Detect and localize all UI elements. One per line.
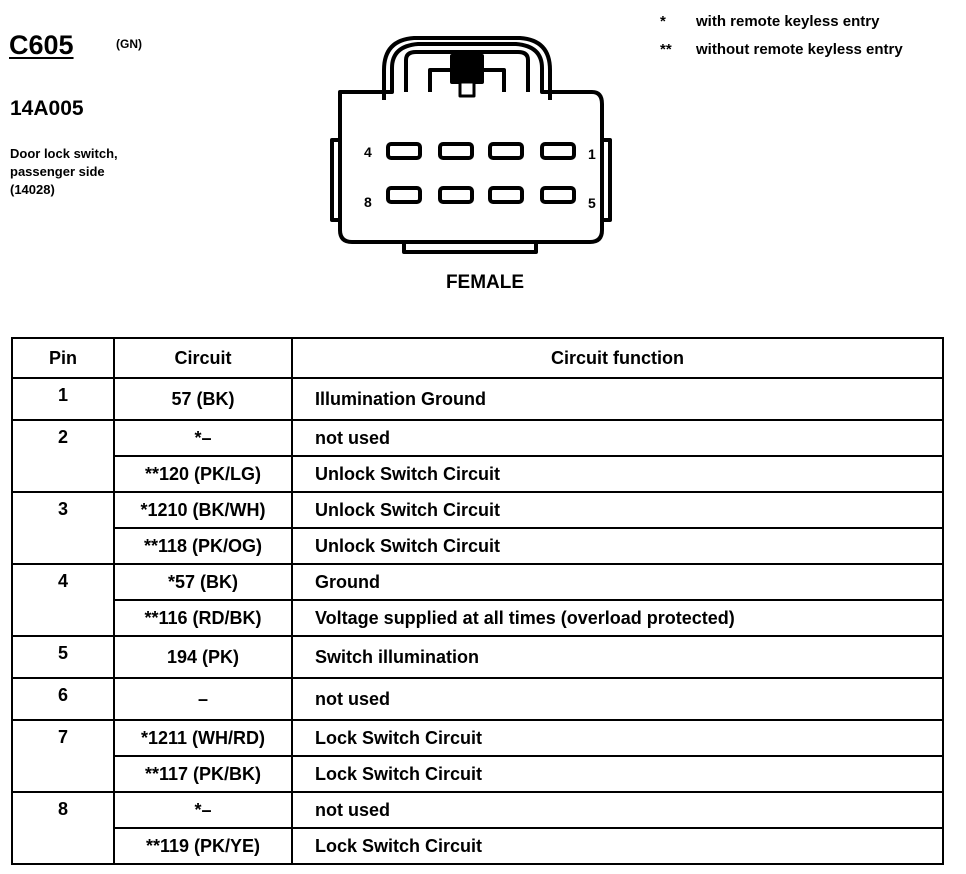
circuit-function-cell: Illumination Ground xyxy=(291,377,944,421)
legend-text: with remote keyless entry xyxy=(696,13,880,30)
pin-cavity-2 xyxy=(488,142,524,160)
part-number: 14A005 xyxy=(10,97,84,120)
circuit-function-cell: Unlock Switch Circuit xyxy=(291,455,944,493)
table-row: **119 (PK/YE)Lock Switch Circuit xyxy=(12,827,944,865)
pin-number-cell: 8 xyxy=(11,791,115,865)
pin-number-cell: 2 xyxy=(11,419,115,493)
circuit-function-cell: Switch illumination xyxy=(291,635,944,679)
legend: * with remote keyless entry ** without rem… xyxy=(660,8,903,64)
description-line: Door lock switch, xyxy=(10,146,118,161)
pin-label: 5 xyxy=(588,195,596,211)
circuit-cell: *1210 (BK/WH) xyxy=(113,491,293,529)
circuit-cell: **116 (RD/BK) xyxy=(113,599,293,637)
circuit-cell: *– xyxy=(113,419,293,457)
table-row: **116 (RD/BK)Voltage supplied at all tim… xyxy=(12,599,944,637)
connector-lock-tab xyxy=(450,54,484,84)
column-header-circuit: Circuit xyxy=(113,337,293,379)
pin-cavity-4 xyxy=(386,142,422,160)
description-line: (14028) xyxy=(10,182,55,197)
component-description: Door lock switch, passenger side (14028) xyxy=(10,145,118,199)
legend-item: ** without remote keyless entry xyxy=(660,36,903,64)
pin-cavity-8 xyxy=(386,186,422,204)
connector-inner-frame xyxy=(382,36,552,100)
circuit-function-cell: Unlock Switch Circuit xyxy=(291,491,944,529)
table-row: **120 (PK/LG)Unlock Switch Circuit xyxy=(12,455,944,493)
legend-symbol: ** xyxy=(660,41,672,58)
circuit-cell: **119 (PK/YE) xyxy=(113,827,293,865)
connector-latch xyxy=(404,50,530,92)
circuit-cell: **118 (PK/OG) xyxy=(113,527,293,565)
circuit-cell: **117 (PK/BK) xyxy=(113,755,293,793)
circuit-cell: *– xyxy=(113,791,293,829)
table-row: **117 (PK/BK)Lock Switch Circuit xyxy=(12,755,944,793)
pin-label: 8 xyxy=(364,194,372,210)
connector-body xyxy=(338,42,604,244)
table-header-row: Pin Circuit Circuit function xyxy=(11,337,944,379)
circuit-cell: *57 (BK) xyxy=(113,563,293,601)
circuit-function-cell: Voltage supplied at all times (overload … xyxy=(291,599,944,637)
pin-cavity-7 xyxy=(438,186,474,204)
table-row: 6–not used xyxy=(11,677,944,721)
circuit-function-cell: Ground xyxy=(291,563,944,601)
legend-text: without remote keyless entry xyxy=(696,41,903,58)
pin-cavity-5 xyxy=(540,186,576,204)
circuit-cell: – xyxy=(113,677,293,721)
description-line: passenger side xyxy=(10,164,105,179)
circuit-function-cell: Unlock Switch Circuit xyxy=(291,527,944,565)
table-row: 3*1210 (BK/WH)Unlock Switch Circuit xyxy=(11,491,944,565)
pin-number-cell: 1 xyxy=(11,377,115,421)
legend-symbol: * xyxy=(660,13,666,30)
pin-number-cell: 4 xyxy=(11,563,115,637)
pin-number-cell: 3 xyxy=(11,491,115,565)
pin-label: 1 xyxy=(588,146,596,162)
pin-cavity-6 xyxy=(488,186,524,204)
pin-number-cell: 7 xyxy=(11,719,115,793)
circuit-cell: 57 (BK) xyxy=(113,377,293,421)
pin-cavity-3 xyxy=(438,142,474,160)
legend-item: * with remote keyless entry xyxy=(660,8,903,36)
circuit-cell: 194 (PK) xyxy=(113,635,293,679)
connector-color-code: (GN) xyxy=(116,37,142,51)
table-row: 7*1211 (WH/RD)Lock Switch Circuit xyxy=(11,719,944,793)
connector-face-diagram: 4 1 8 5 xyxy=(330,36,612,254)
pin-number-cell: 5 xyxy=(11,635,115,679)
table-row: **118 (PK/OG)Unlock Switch Circuit xyxy=(12,527,944,565)
connector-id: C605 xyxy=(9,30,74,60)
column-header-pin: Pin xyxy=(11,337,115,379)
table-row: 8*–not used xyxy=(11,791,944,865)
circuit-function-cell: Lock Switch Circuit xyxy=(291,827,944,865)
connector-bottom-rib xyxy=(402,242,538,254)
table-row: 4*57 (BK)Ground xyxy=(11,563,944,637)
circuit-function-cell: Lock Switch Circuit xyxy=(291,755,944,793)
circuit-function-cell: not used xyxy=(291,677,944,721)
circuit-function-cell: not used xyxy=(291,791,944,829)
column-header-function: Circuit function xyxy=(291,337,944,379)
pin-number-cell: 6 xyxy=(11,677,115,721)
table-row: 2*–not used xyxy=(11,419,944,493)
circuit-function-cell: Lock Switch Circuit xyxy=(291,719,944,757)
pin-cavity-1 xyxy=(540,142,576,160)
circuit-function-cell: not used xyxy=(291,419,944,457)
pin-label: 4 xyxy=(364,144,372,160)
circuit-cell: *1211 (WH/RD) xyxy=(113,719,293,757)
connector-gender-label: FEMALE xyxy=(445,272,525,293)
circuit-cell: **120 (PK/LG) xyxy=(113,455,293,493)
